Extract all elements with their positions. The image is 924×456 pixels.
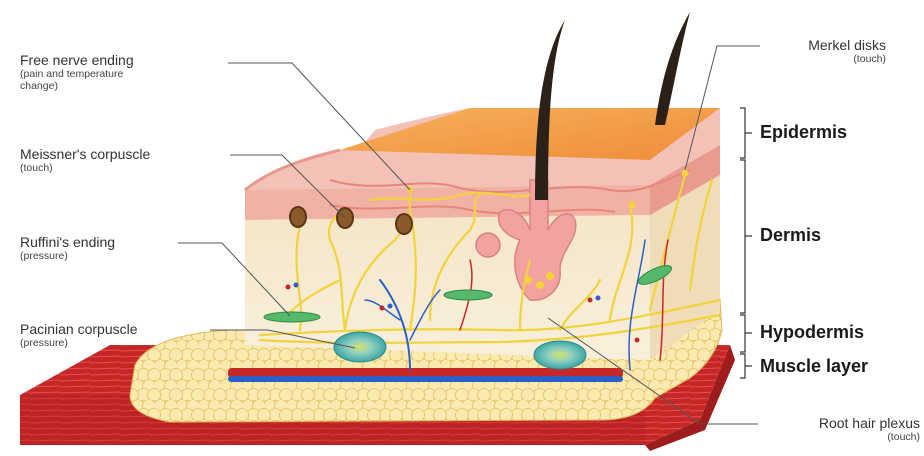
merkel-note: (touch) (760, 53, 886, 65)
label-pacinian-corpuscle: Pacinian corpuscle (pressure) (20, 321, 138, 349)
label-meissner-corpuscle: Meissner's corpuscle (touch) (20, 146, 150, 174)
pacinian-title: Pacinian corpuscle (20, 321, 138, 337)
free-nerve-ending-note-line2: change) (20, 80, 134, 92)
layer-dermis: Dermis (760, 225, 821, 246)
layer-epidermis: Epidermis (760, 122, 847, 143)
label-root-hair-plexus: Root hair plexus (touch) (760, 415, 920, 443)
free-nerve-ending-title: Free nerve ending (20, 52, 134, 68)
meissner-note: (touch) (20, 162, 150, 174)
layer-hypodermis: Hypodermis (760, 322, 864, 343)
label-free-nerve-ending: Free nerve ending (pain and temperature … (20, 52, 134, 92)
ruffini-title: Ruffini's ending (20, 234, 115, 250)
layer-brackets (740, 108, 752, 378)
epidermis-layer (245, 108, 720, 220)
label-ruffini-ending: Ruffini's ending (pressure) (20, 234, 115, 262)
label-merkel-disks: Merkel disks (touch) (760, 37, 886, 65)
meissner-title: Meissner's corpuscle (20, 146, 150, 162)
root-hair-note: (touch) (760, 431, 920, 443)
ruffini-note: (pressure) (20, 250, 115, 262)
root-hair-title: Root hair plexus (760, 415, 920, 431)
merkel-title: Merkel disks (760, 37, 886, 53)
layer-muscle: Muscle layer (760, 356, 868, 377)
free-nerve-ending-note-line1: (pain and temperature (20, 68, 134, 80)
pacinian-note: (pressure) (20, 337, 138, 349)
